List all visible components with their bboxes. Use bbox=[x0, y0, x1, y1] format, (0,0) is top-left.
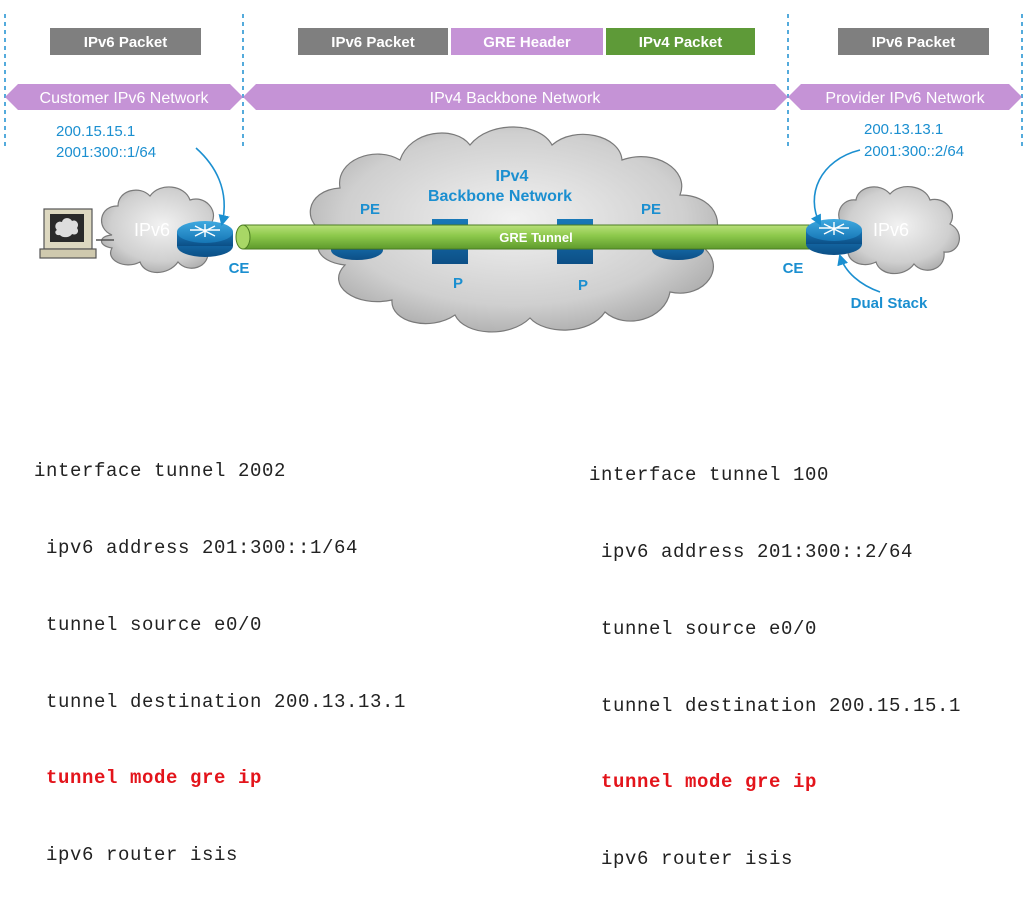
gre-tunnel-diagram: IPv6 Packet IPv6 Packet GRE Header IPv4 … bbox=[4, 14, 1023, 333]
config-line-highlight: tunnel mode gre ip bbox=[589, 771, 818, 794]
right-ipv6-cloud bbox=[838, 186, 960, 275]
ce-right-label: CE bbox=[783, 260, 804, 277]
mid-packet-header: IPv6 Packet GRE Header IPv4 Packet bbox=[298, 28, 755, 55]
config-line: ipv6 address 201:300::1/64 bbox=[34, 536, 359, 559]
mid-ipv6-packet-label: IPv6 Packet bbox=[331, 34, 414, 51]
gre-tunnel: GRE Tunnel bbox=[235, 224, 838, 250]
gre-tunnel-label: GRE Tunnel bbox=[499, 230, 572, 245]
ce-router-right-icon bbox=[806, 219, 862, 255]
svg-text:Provider IPv6 Network: Provider IPv6 Network bbox=[825, 90, 985, 107]
backbone-cloud-label-2: Backbone Network bbox=[428, 188, 572, 205]
dual-stack-label: Dual Stack bbox=[851, 295, 928, 312]
left-tunnel-config: interface tunnel 2002 ipv6 address 201:3… bbox=[34, 408, 406, 894]
p-right-label: P bbox=[578, 277, 588, 294]
pe-left-label: PE bbox=[360, 201, 380, 218]
right-ipv4-address: 200.13.13.1 bbox=[864, 121, 943, 138]
right-ipv6-address: 2001:300::2/64 bbox=[864, 143, 964, 160]
backbone-network-banner: IPv4 Backbone Network bbox=[243, 84, 788, 110]
customer-network-banner: Customer IPv6 Network bbox=[5, 84, 243, 110]
workstation-icon bbox=[39, 208, 114, 259]
svg-text:Customer IPv6 Network: Customer IPv6 Network bbox=[40, 90, 210, 107]
address-pointer-arrows bbox=[195, 147, 881, 293]
config-line: tunnel source e0/0 bbox=[34, 613, 263, 636]
config-line: interface tunnel 100 bbox=[589, 464, 830, 487]
gre-header-label: GRE Header bbox=[483, 34, 571, 51]
dashed-separators bbox=[4, 14, 1023, 148]
left-packet-header: IPv6 Packet bbox=[50, 28, 201, 55]
config-line: tunnel destination 200.15.15.1 bbox=[589, 694, 962, 717]
config-line: ipv6 router isis bbox=[34, 844, 239, 867]
right-packet-label: IPv6 Packet bbox=[872, 34, 955, 51]
backbone-cloud-label-1: IPv4 bbox=[496, 168, 529, 185]
ce-left-label: CE bbox=[229, 260, 250, 277]
config-line: tunnel destination 200.13.13.1 bbox=[34, 690, 407, 713]
ce-router-left-icon bbox=[177, 221, 233, 257]
ipv4-packet-label: IPv4 Packet bbox=[639, 34, 722, 51]
right-addresses: 200.13.13.1 2001:300::2/64 bbox=[864, 121, 964, 160]
config-line: ipv6 address 201:300::2/64 bbox=[589, 540, 914, 563]
config-line: tunnel source e0/0 bbox=[589, 617, 818, 640]
left-addresses: 200.15.15.1 2001:300::1/64 bbox=[56, 123, 156, 161]
left-ipv6-address: 2001:300::1/64 bbox=[56, 144, 156, 161]
right-cloud-label: IPv6 bbox=[873, 220, 909, 240]
config-line: ipv6 router isis bbox=[589, 848, 794, 871]
config-line: interface tunnel 2002 bbox=[34, 460, 287, 483]
p-left-label: P bbox=[453, 275, 463, 292]
provider-network-banner: Provider IPv6 Network bbox=[788, 84, 1022, 110]
config-line-highlight: tunnel mode gre ip bbox=[34, 767, 263, 790]
svg-text:IPv4 Backbone Network: IPv4 Backbone Network bbox=[430, 90, 602, 107]
left-packet-label: IPv6 Packet bbox=[84, 34, 167, 51]
left-ipv4-address: 200.15.15.1 bbox=[56, 123, 135, 140]
pe-right-label: PE bbox=[641, 201, 661, 218]
right-tunnel-config: interface tunnel 100 ipv6 address 201:30… bbox=[589, 412, 961, 898]
right-packet-header: IPv6 Packet bbox=[838, 28, 989, 55]
left-cloud-label: IPv6 bbox=[134, 220, 170, 240]
